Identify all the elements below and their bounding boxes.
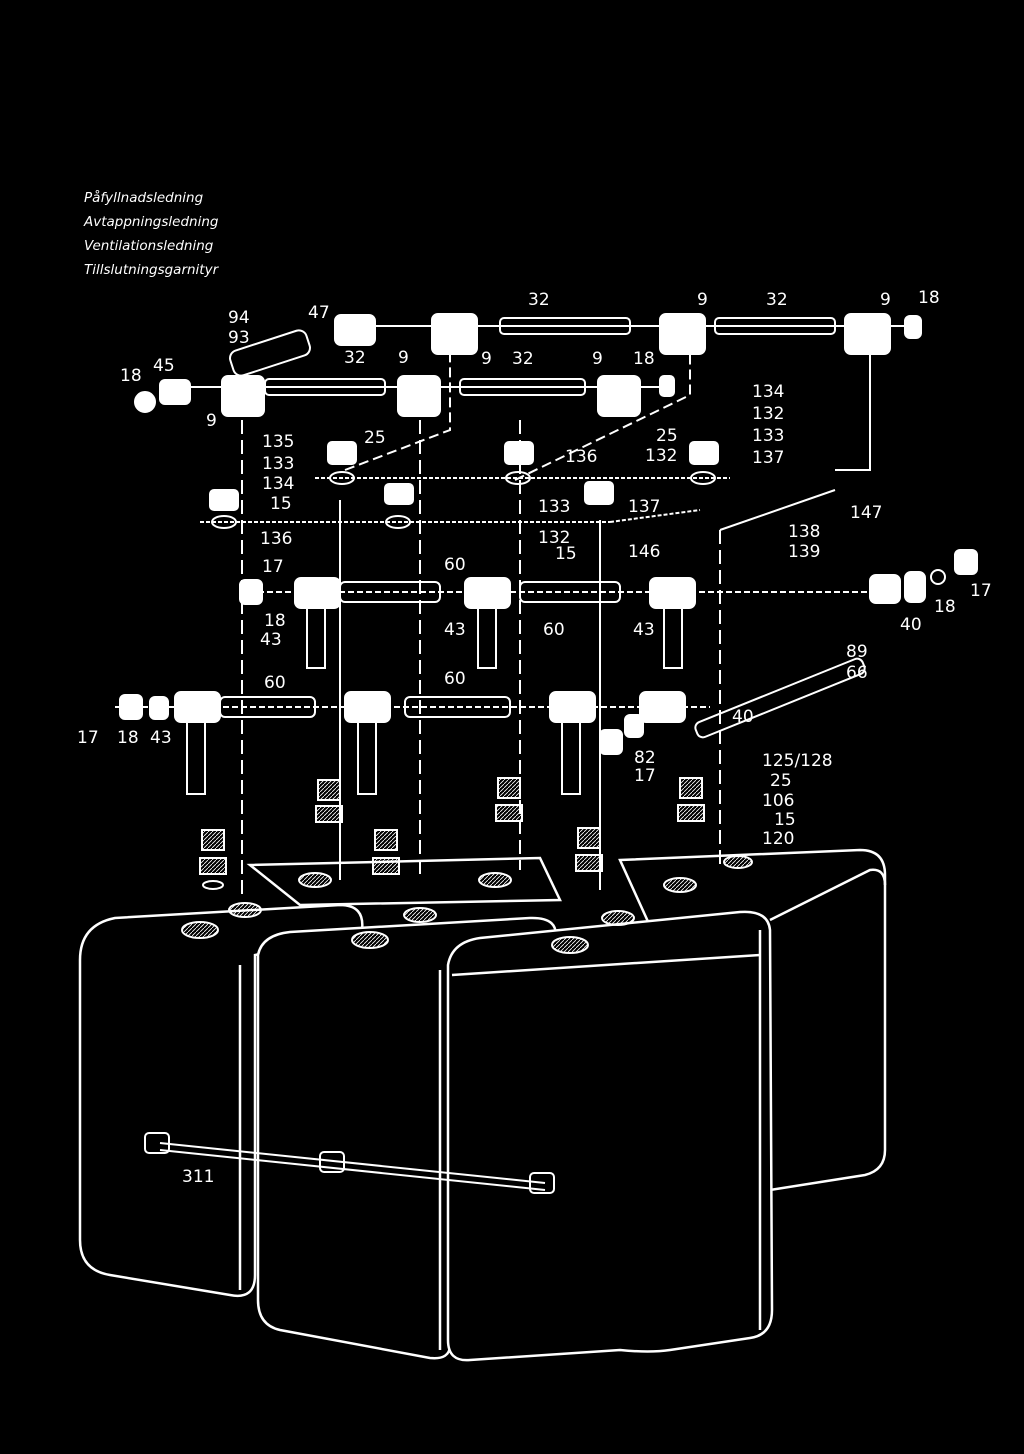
callout: 146	[628, 542, 660, 562]
callout: 134	[752, 382, 784, 402]
legend-item-vent-line: Ventilationsledning	[84, 238, 214, 254]
callout: 120	[762, 829, 794, 849]
callout: 9	[206, 411, 217, 431]
callout-labels: 94 93 47 32 9 32 9 18 18 45 32 9 9 32 9 …	[77, 288, 992, 1187]
callout: 125/128	[762, 751, 833, 771]
legend-item-closure-fittings: Tillslutningsgarnityr	[84, 262, 219, 278]
callout: 60	[444, 669, 466, 689]
callout: 82	[634, 748, 656, 768]
tank-back-left	[246, 856, 562, 907]
callout: 132	[538, 528, 570, 548]
callout: 18	[918, 288, 940, 308]
callout: 106	[762, 791, 794, 811]
callout: 133	[752, 426, 784, 446]
callout: 18	[633, 349, 655, 369]
legend: Påfyllnadsledning Avtappningsledning Ven…	[84, 186, 218, 282]
callout: 9	[398, 348, 409, 368]
callout: 43	[150, 728, 172, 748]
callout: 134	[262, 474, 294, 494]
callout: 32	[344, 348, 366, 368]
callout: 40	[732, 707, 754, 727]
callout: 25	[770, 771, 792, 791]
tank-front-left	[78, 903, 364, 1298]
callout: 18	[934, 597, 956, 617]
callout: 25	[656, 426, 678, 446]
callout: 9	[481, 349, 492, 369]
callout: 89	[846, 642, 868, 662]
callout: 93	[228, 328, 250, 348]
callout: 60	[543, 620, 565, 640]
callout: 43	[444, 620, 466, 640]
bottom-connector-line	[144, 1132, 555, 1194]
callout: 15	[555, 544, 577, 564]
callout: 47	[308, 303, 330, 323]
callout: 136	[260, 529, 292, 549]
callout: 139	[788, 542, 820, 562]
fill-line-row	[200, 441, 730, 529]
callout: 43	[633, 620, 655, 640]
pipe-row-top	[229, 313, 922, 377]
tank-group	[78, 848, 887, 1362]
callout: 60	[444, 555, 466, 575]
callout: 60	[264, 673, 286, 693]
callout: 137	[752, 448, 784, 468]
closure-fittings	[181, 777, 753, 954]
callout: 17	[77, 728, 99, 748]
callout: 94	[228, 308, 250, 328]
callout: 147	[850, 503, 882, 523]
callout: 138	[788, 522, 820, 542]
callout: 133	[538, 497, 570, 517]
legend-item-fill-line: Påfyllnadsledning	[84, 190, 204, 206]
callout: 17	[634, 766, 656, 786]
callout: 137	[628, 497, 660, 517]
callout: 40	[900, 615, 922, 635]
callout: 25	[364, 428, 386, 448]
callout: 18	[117, 728, 139, 748]
tank-front-right	[446, 910, 774, 1362]
pipe-row-second	[134, 375, 675, 417]
callout: 18	[264, 611, 286, 631]
callout: 9	[592, 349, 603, 369]
callout: 9	[880, 290, 891, 310]
drain-row-upper	[239, 549, 978, 669]
callout: 132	[645, 446, 677, 466]
callout: 9	[697, 290, 708, 310]
callout: 136	[565, 447, 597, 467]
callout: 311	[182, 1167, 214, 1187]
callout: 17	[970, 581, 992, 601]
callout: 32	[512, 349, 534, 369]
legend-item-drain-line: Avtappningsledning	[84, 214, 219, 230]
callout: 32	[766, 290, 788, 310]
callout: 66	[846, 663, 868, 683]
callout: 17	[262, 557, 284, 577]
callout: 135	[262, 432, 294, 452]
callout: 45	[153, 356, 175, 376]
callout: 132	[752, 404, 784, 424]
callout: 18	[120, 366, 142, 386]
callout: 15	[774, 810, 796, 830]
callout: 43	[260, 630, 282, 650]
callout: 32	[528, 290, 550, 310]
callout: 15	[270, 494, 292, 514]
drain-row-lower	[115, 657, 866, 795]
callout: 133	[262, 454, 294, 474]
